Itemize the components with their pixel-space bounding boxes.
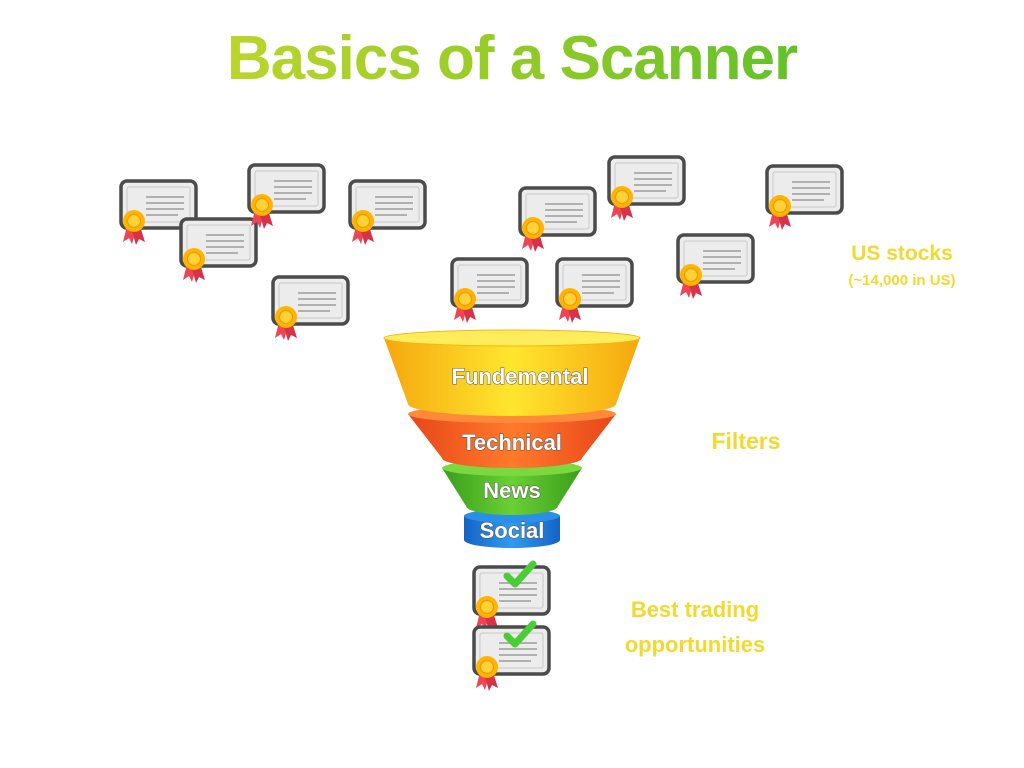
funnel-label-technical: Technical [462, 430, 562, 455]
certificate-icon [554, 254, 638, 338]
best-opportunities-label: Best trading opportunities [600, 592, 790, 662]
best-opportunities-line-2: opportunities [624, 632, 766, 657]
certificate-icon [675, 230, 759, 314]
us-stocks-title: US stocks [851, 242, 953, 265]
certificate-icon [764, 161, 848, 245]
us-stocks-label: US stocks (~14,000 in US) [830, 242, 974, 289]
funnel-label-fundemental: Fundemental [452, 364, 589, 389]
certificate-icon [246, 160, 330, 244]
certificate-icon [347, 176, 431, 260]
funnel-layer-fundemental [383, 329, 641, 416]
best-opportunities-line-1: Best trading [630, 597, 760, 622]
filters-label: Filters [711, 428, 781, 454]
checked-certificate-icon [471, 622, 555, 706]
funnel-label-news: News [483, 478, 540, 503]
page-title: Basics of a Scanner [0, 28, 1024, 90]
certificate-icon [606, 152, 690, 236]
certificate-icon [270, 272, 354, 356]
us-stocks-count: (~14,000 in US) [848, 272, 956, 289]
filter-funnel: Fundemental Technical News Social [383, 329, 641, 548]
funnel-label-social: Social [480, 518, 545, 543]
